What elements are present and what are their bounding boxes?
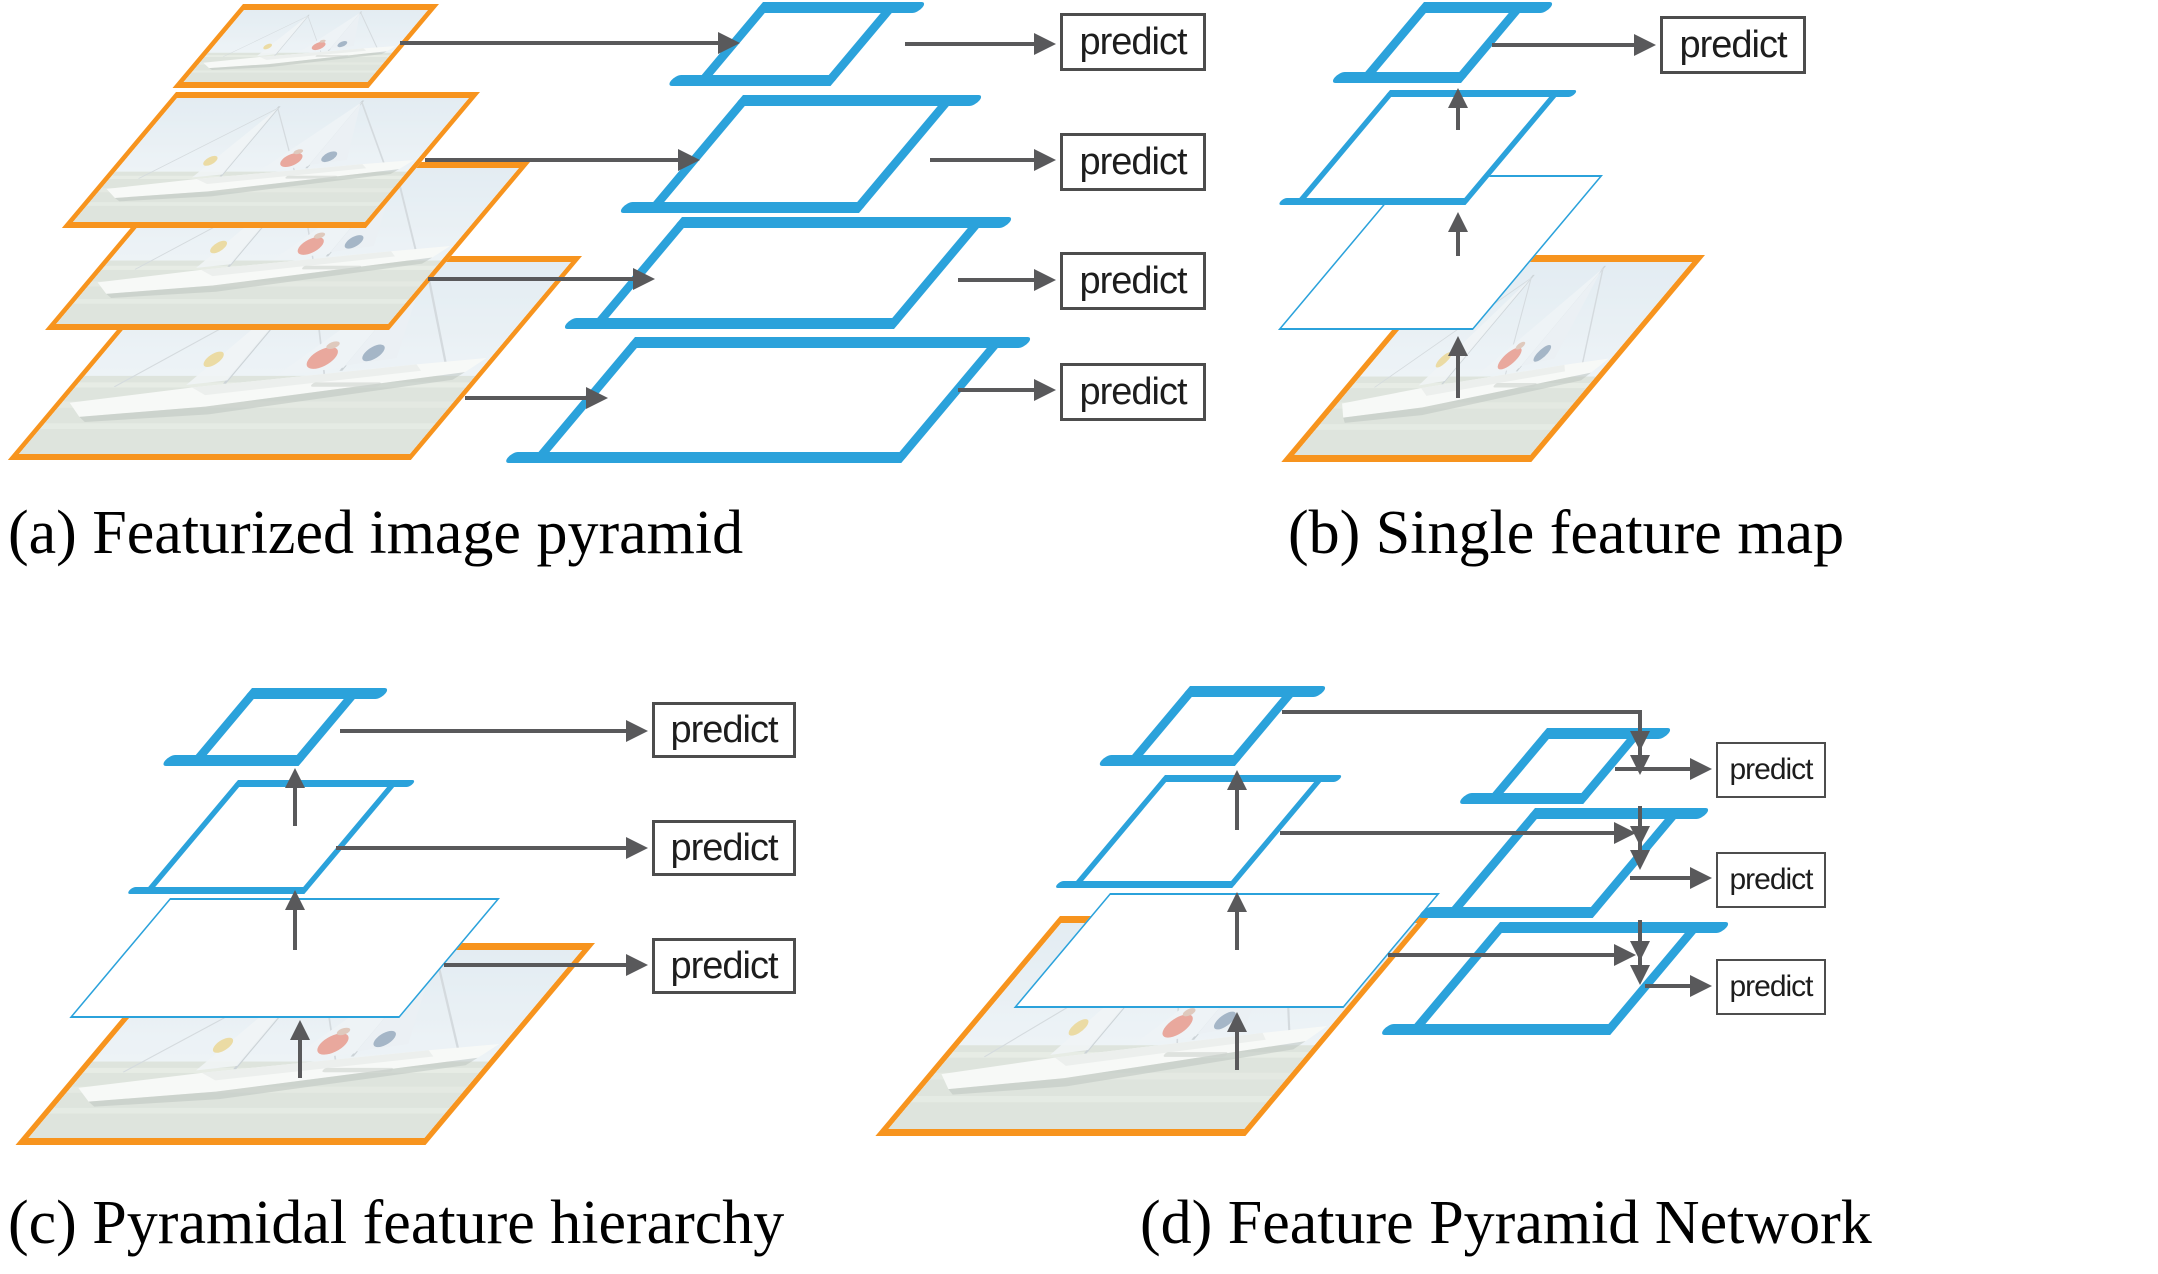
predict-box: predict [652,820,796,876]
right-arrow-icon [465,396,588,400]
topdown-feature-low [1405,922,1705,1035]
image-pyramid-level-1 [172,4,439,88]
predict-box: predict [1716,742,1826,798]
predict-box: predict [652,702,796,758]
right-arrow-icon [958,278,1036,282]
down-arrow-icon [1638,806,1642,852]
right-arrow-icon [1630,876,1692,880]
down-arrow-icon [1638,920,1642,967]
predict-box: predict [1716,852,1826,908]
right-arrow-icon [1280,831,1616,835]
right-arrow-icon [444,963,628,967]
up-arrow-icon [1456,230,1460,256]
up-arrow-icon [1235,1030,1239,1070]
right-arrow-icon [905,42,1036,46]
predict-box: predict [1660,16,1806,74]
up-arrow-icon [298,1038,302,1078]
up-arrow-icon [1235,788,1239,830]
up-arrow-icon [1456,106,1460,130]
bottomup-feature-top [1122,686,1302,766]
right-arrow-icon [1388,953,1616,957]
right-arrow-icon [400,41,720,45]
predict-box: predict [652,938,796,994]
predict-box: predict [1060,363,1206,421]
caption-d: (d) Feature Pyramid Network [1140,1189,1872,1257]
up-arrow-icon [1235,910,1239,950]
feature-map-mid [142,780,400,894]
predict-box: predict [1060,133,1206,191]
predict-box: predict [1716,959,1826,1015]
right-arrow-icon [930,158,1036,162]
right-arrow-icon [1492,43,1636,47]
feature-map-top [186,688,364,766]
predict-box: predict [1060,13,1206,71]
caption-b: (b) Single feature map [1288,499,1845,567]
down-arrow-icon [1638,712,1642,757]
up-arrow-icon [1456,354,1460,398]
up-arrow-icon [293,786,297,826]
caption-c: (c) Pyramidal feature hierarchy [8,1189,785,1257]
right-arrow-icon [340,729,628,733]
right-arrow-icon [958,388,1036,392]
topdown-feature-top [1483,728,1647,804]
right-arrow-icon [336,846,628,850]
right-arrow-icon [428,277,635,281]
caption-a: (a) Featurized image pyramid [8,499,744,567]
lateral-connection-line [1282,710,1642,714]
up-arrow-icon [293,908,297,950]
right-arrow-icon [1645,984,1692,988]
predict-box: predict [1060,252,1206,310]
right-arrow-icon [1615,767,1692,771]
right-arrow-icon [425,158,680,162]
